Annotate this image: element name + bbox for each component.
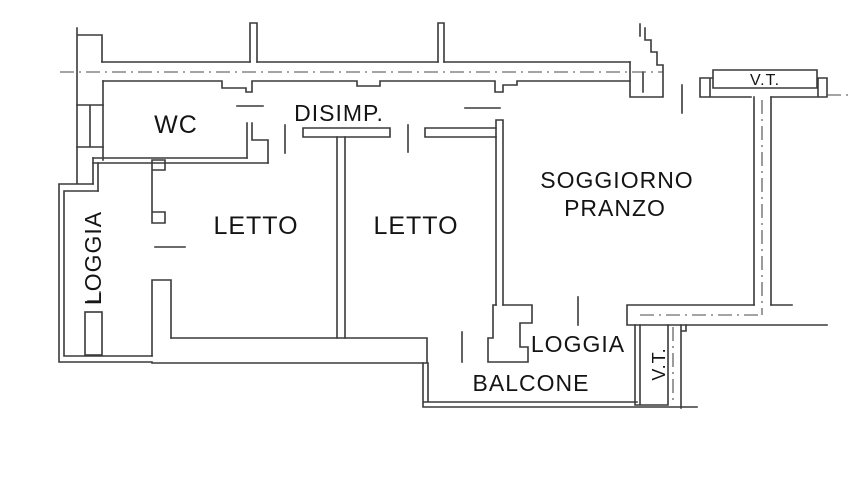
wall-top-stub-a	[249, 22, 258, 63]
room-label-disimp: DISIMP.	[294, 100, 384, 126]
wall-top-right-step	[629, 27, 664, 98]
vt-bottom-box	[634, 324, 687, 409]
loggia-left-pillar	[84, 311, 103, 356]
label-vt-bottom: V.T.	[649, 347, 669, 380]
room-labels: WC DISIMP. LETTO LETTO SOGGIORNO PRANZO …	[80, 72, 780, 396]
centerlines	[60, 71, 850, 400]
room-label-loggia-right: LOGGIA	[531, 331, 625, 357]
walls	[58, 22, 828, 409]
wall-right	[753, 96, 772, 306]
wc-window	[76, 104, 104, 148]
loggia-left-tick	[87, 291, 101, 302]
room-label-loggia-left: LOGGIA	[80, 211, 106, 305]
wall-t2-cap	[424, 127, 497, 138]
wall-letto1-left	[151, 159, 166, 224]
wall-step-ticks	[639, 23, 683, 114]
room-label-balcone: BALCONE	[473, 370, 590, 396]
loggia-left-frame	[58, 183, 153, 363]
room-label-letto2: LETTO	[373, 212, 458, 240]
wall-top-stub-b	[437, 22, 445, 63]
wall-t1-stem	[336, 136, 346, 339]
wall-wc-right	[246, 122, 269, 164]
wall-t2-stem	[495, 119, 504, 306]
room-label-soggiorno-line2: PRANZO	[564, 195, 666, 221]
wall-t1-cap	[302, 127, 391, 138]
room-label-wc: WC	[154, 111, 198, 139]
room-label-soggiorno-line1: SOGGIORNO	[540, 167, 693, 193]
wall-bottom-right-band	[626, 304, 828, 326]
balcony-railing	[422, 362, 698, 408]
label-vt-top: V.T.	[750, 72, 780, 89]
wall-letto1-left-column	[151, 279, 172, 357]
wall-stepped-pillar	[487, 304, 533, 363]
vt-top-box	[699, 69, 828, 98]
wall-bedrooms-bottom-band	[151, 337, 428, 364]
wall-left-connector	[92, 157, 99, 192]
wall-top-inner	[102, 80, 631, 93]
wall-wc-bottom	[92, 157, 269, 164]
room-label-letto1: LETTO	[213, 212, 298, 240]
